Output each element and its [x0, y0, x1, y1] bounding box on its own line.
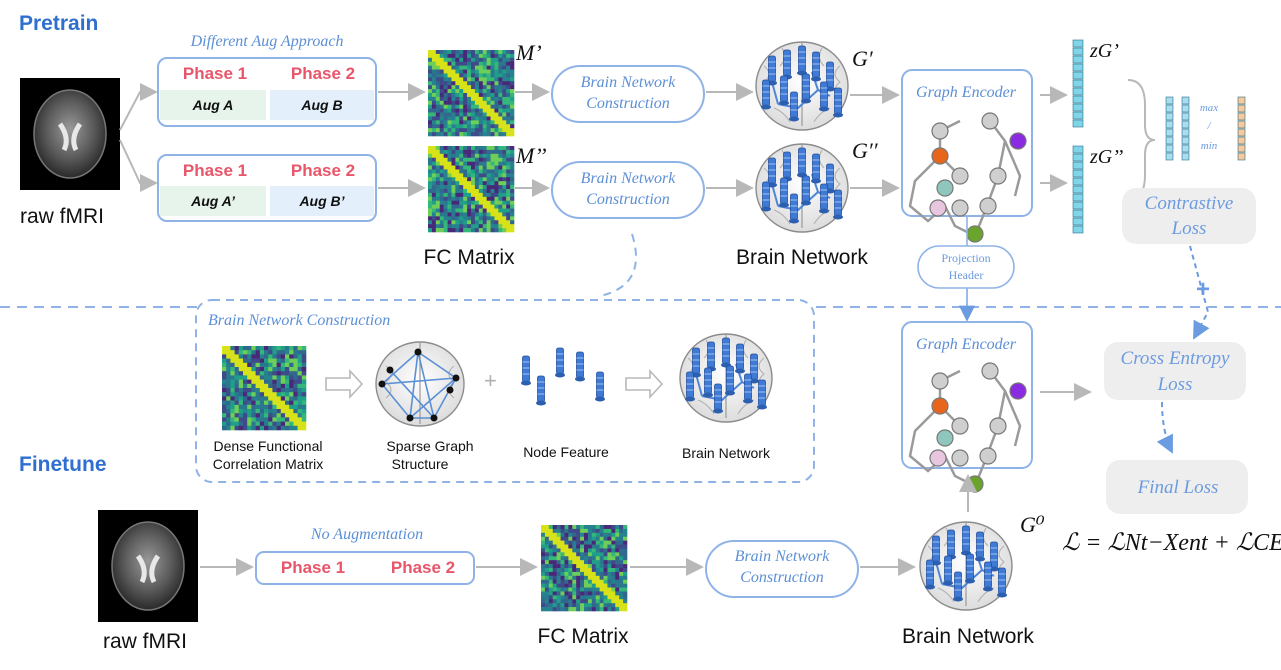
construction-row2-line2: Construction [586, 191, 670, 208]
g0-label: G⁰ [1020, 512, 1045, 537]
projection-line1: Projection [941, 251, 991, 265]
finetune-phase1: Phase 1 [280, 558, 346, 577]
node-feature-label: Node Feature [523, 444, 609, 460]
brain-network-detail [680, 334, 772, 422]
min-label: min [1200, 140, 1218, 152]
construction-row2-line1: Brain Network [580, 170, 676, 187]
aug-b2-cell [270, 186, 374, 216]
cross-entropy-line2: Loss [1157, 374, 1193, 395]
fc-matrix-row2 [428, 146, 515, 233]
graph-encoder-finetune-title: Graph Encoder [916, 336, 1016, 353]
hollow-arrow-1 [325, 368, 364, 400]
row1-phase1: Phase 1 [182, 64, 248, 83]
no-augmentation-title: No Augmentation [310, 526, 424, 543]
row2-aug-b: Aug B’ [299, 193, 345, 209]
zg-prime-label: zG’ [1090, 40, 1119, 62]
row2-phase1: Phase 1 [182, 161, 248, 180]
raw-fmri-label: raw fMRI [20, 205, 104, 228]
hollow-arrow-2 [625, 368, 664, 400]
slash-label: / [1207, 120, 1211, 132]
aug-approach-title: Different Aug Approach [190, 33, 344, 50]
contrastive-loss-line1: Contrastive [1144, 193, 1234, 214]
projection-header-box [917, 245, 1015, 289]
finetune-section-label: Finetune [19, 453, 107, 476]
construction-detail-title: Brain Network Construction [208, 312, 391, 329]
construction-pill-row1 [551, 65, 705, 123]
embedding-vectors [1072, 39, 1246, 234]
loss-formula: ℒ = ℒNt−Xent + ℒCE [1062, 530, 1281, 556]
contrastive-loss-line2: Loss [1171, 218, 1207, 239]
fmri-image-finetune [98, 510, 198, 622]
aug-a-cell [160, 90, 266, 120]
m-prime-label: M’ [516, 40, 542, 65]
row1-aug-a: Aug A [192, 97, 234, 113]
dense-label-line1: Dense Functional [213, 438, 323, 454]
row2-phase2: Phase 2 [290, 161, 356, 180]
construction-row1-line1: Brain Network [580, 74, 676, 91]
fc-matrices [428, 50, 628, 612]
pretrain-section-label: Pretrain [19, 12, 99, 35]
g-prime-label: G′ [852, 46, 873, 71]
brain-network-row1 [756, 42, 848, 130]
sparse-graph-brain [375, 341, 465, 427]
vector-small-3 [1237, 96, 1246, 161]
brain-network-label-finetune: Brain Network [902, 625, 1034, 648]
vector-small-1 [1165, 96, 1174, 161]
dense-label-line2: Correlation Matrix [212, 456, 324, 472]
projection-line2: Header [948, 268, 984, 282]
row2-aug-a: Aug A’ [191, 193, 235, 209]
g-double-prime-label: G′′ [852, 138, 878, 163]
construction-detail-box [195, 299, 815, 483]
graph-encoder-pretrain-title: Graph Encoder [916, 84, 1016, 101]
cross-entropy-line1: Cross Entropy [1120, 348, 1230, 369]
fc-matrix-label-finetune: FC Matrix [537, 625, 629, 648]
brain-network-detail-label: Brain Network [682, 445, 770, 461]
sparse-label-line2: Structure [391, 456, 449, 472]
dense-matrix-cells [222, 346, 307, 431]
fc-matrix-label-pretrain: FC Matrix [423, 246, 515, 269]
construction-finetune-line2: Construction [740, 569, 824, 586]
construction-finetune-line1: Brain Network [734, 548, 830, 565]
row1-aug-b: Aug B [301, 97, 343, 113]
final-loss-label: Final Loss [1137, 477, 1219, 498]
fc-matrix-finetune [541, 525, 628, 612]
vector-zg-prime [1072, 39, 1084, 128]
fmri-image-pretrain [20, 78, 120, 190]
construction-pill-finetune [705, 540, 859, 598]
brace [1127, 79, 1156, 201]
detail-plus: + [484, 368, 497, 393]
phase-box-finetune [255, 551, 475, 585]
finetune-phase2: Phase 2 [390, 558, 456, 577]
raw-fmri-label-finetune: raw fMRI [103, 630, 187, 653]
fc-matrix-row1 [428, 50, 515, 137]
aug-a2-cell [160, 186, 266, 216]
m-double-prime-label: M’’ [516, 143, 547, 168]
cross-entropy-box [1104, 342, 1246, 400]
contrastive-loss-box [1122, 188, 1256, 244]
vector-small-2 [1181, 96, 1190, 161]
construction-row1-line2: Construction [586, 95, 670, 112]
final-loss-box [1106, 460, 1248, 514]
brain-network-label-pretrain: Brain Network [736, 246, 868, 269]
arrow-fmri-row2 [119, 139, 158, 192]
dense-matrix [222, 346, 307, 431]
max-label: max [1199, 102, 1219, 114]
brain-network-finetune [920, 522, 1012, 610]
arrow-fmri-row1 [119, 83, 158, 131]
aug-b-cell [270, 90, 374, 120]
row1-phase2: Phase 2 [290, 64, 356, 83]
construction-pill-row2 [551, 161, 705, 219]
sparse-label-line1: Sparse Graph [386, 438, 474, 454]
plus-sign: + [1196, 276, 1211, 303]
brain-network-row2 [756, 144, 848, 232]
vector-zg-double-prime [1072, 145, 1084, 234]
zg-double-prime-label: zG’’ [1090, 146, 1124, 168]
